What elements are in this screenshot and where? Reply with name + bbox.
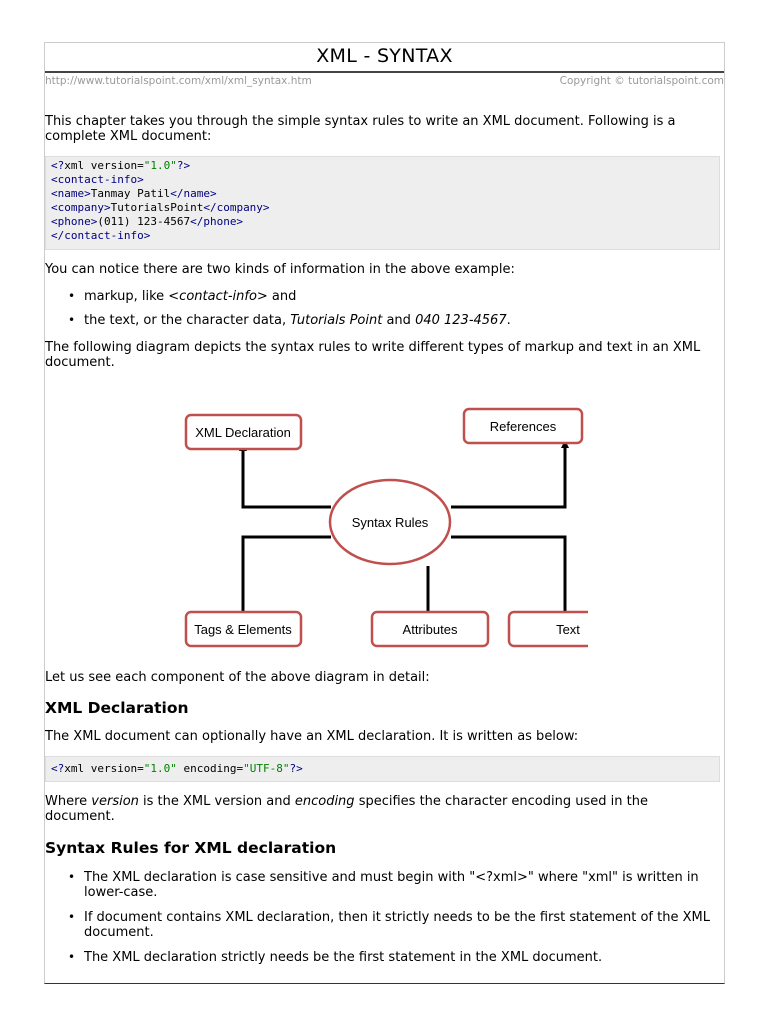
arrow-to-tags-elements bbox=[239, 535, 331, 642]
label-references: References bbox=[490, 419, 557, 434]
node-xml-declaration bbox=[184, 413, 303, 451]
intro-paragraph: This chapter takes you through the simpl… bbox=[45, 114, 676, 144]
code-line: <contact-info> bbox=[51, 173, 144, 186]
arrow-to-text bbox=[451, 535, 569, 642]
title-rule bbox=[45, 71, 724, 73]
label-attributes: Attributes bbox=[403, 622, 458, 637]
detail-intro-paragraph: Let us see each component of the above d… bbox=[45, 670, 430, 685]
syntax-rules-list: The XML declaration is case sensitive an… bbox=[45, 870, 724, 965]
source-url: http://www.tutorialspoint.com/xml/xml_sy… bbox=[45, 75, 312, 87]
arrow-to-xml-declaration bbox=[239, 443, 331, 509]
code-line: <phone>(011) 123-4567</phone> bbox=[51, 215, 244, 228]
label-syntax-rules: Syntax Rules bbox=[352, 515, 429, 530]
node-tags-elements bbox=[184, 610, 303, 648]
label-xml-declaration: XML Declaration bbox=[195, 425, 291, 440]
code-line: <?xml version="1.0"?> bbox=[51, 159, 191, 172]
syntax-rules-heading: Syntax Rules for XML declaration bbox=[45, 839, 337, 857]
node-text bbox=[507, 610, 588, 648]
label-text: Text bbox=[556, 622, 580, 637]
where-paragraph: Where version is the XML version and enc… bbox=[45, 794, 648, 824]
page-title: XML - SYNTAX bbox=[316, 45, 453, 67]
code-line: </contact-info> bbox=[51, 229, 151, 242]
node-attributes bbox=[370, 610, 490, 648]
copyright-notice: Copyright © tutorialspoint.com bbox=[559, 75, 724, 87]
list-item: If document contains XML declaration, th… bbox=[45, 910, 724, 940]
syntax-rules-diagram: XML Declaration References Syntax Rules … bbox=[184, 407, 588, 648]
node-references bbox=[462, 407, 584, 445]
xml-code-example: <?xml version="1.0"?> <contact-info> <na… bbox=[45, 156, 720, 250]
xml-declaration-heading: XML Declaration bbox=[45, 699, 189, 717]
xml-declaration-code: <?xml version="1.0" encoding="UTF-8"?> bbox=[45, 756, 720, 782]
diagram-intro-paragraph: The following diagram depicts the syntax… bbox=[45, 340, 701, 370]
code-line: <?xml version="1.0" encoding="UTF-8"?> bbox=[51, 762, 303, 775]
info-paragraph: You can notice there are two kinds of in… bbox=[45, 262, 515, 277]
list-item: markup, like <contact-info> and bbox=[45, 289, 717, 304]
info-bullet-list: markup, like <contact-info> and the text… bbox=[45, 289, 717, 328]
document-page: XML - SYNTAX http://www.tutorialspoint.c… bbox=[44, 42, 725, 984]
code-line: <company>TutorialsPoint</company> bbox=[51, 201, 270, 214]
list-item: The XML declaration strictly needs be th… bbox=[45, 950, 724, 965]
label-tags-elements: Tags & Elements bbox=[194, 622, 292, 637]
node-syntax-rules bbox=[328, 478, 452, 566]
arrow-to-references bbox=[451, 440, 569, 509]
code-line: <name>Tanmay Patil</name> bbox=[51, 187, 217, 200]
list-item: the text, or the character data, Tutoria… bbox=[45, 313, 717, 328]
xml-declaration-paragraph: The XML document can optionally have an … bbox=[45, 729, 579, 744]
list-item: The XML declaration is case sensitive an… bbox=[45, 870, 724, 900]
